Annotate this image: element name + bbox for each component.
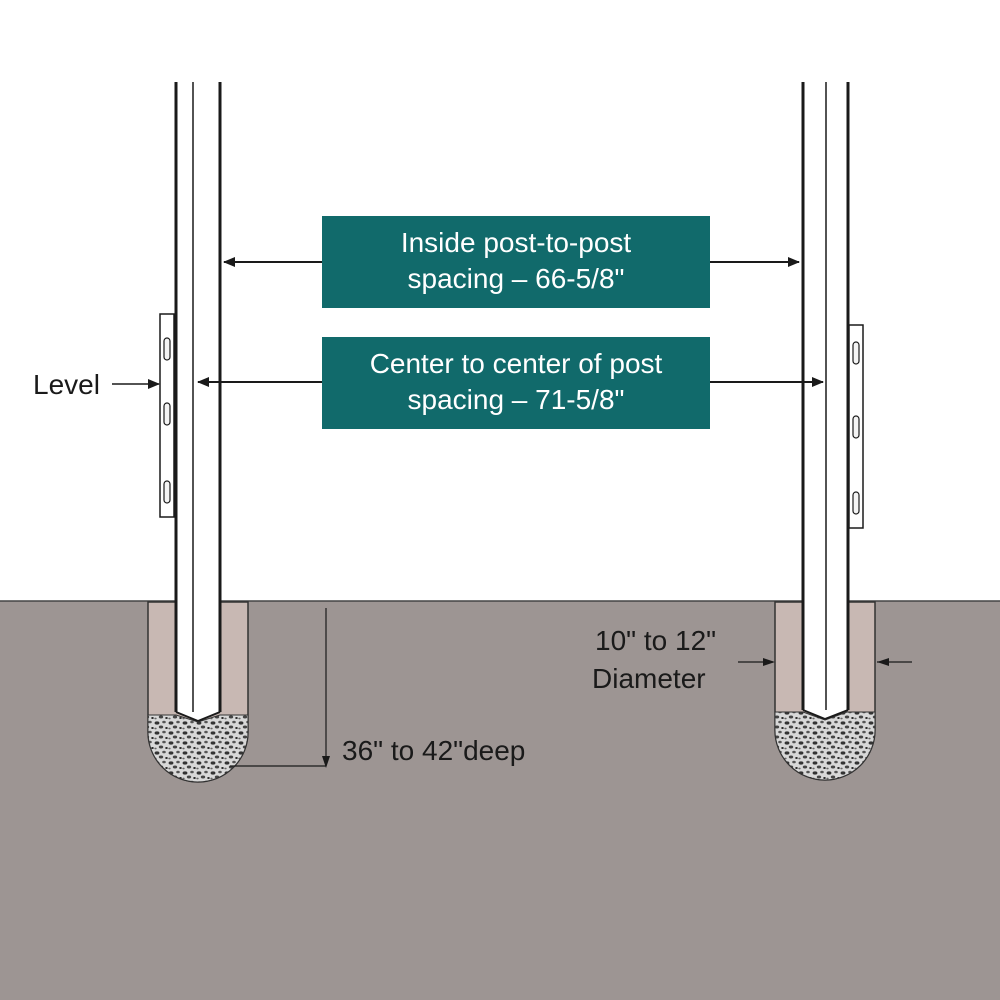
right-level — [848, 324, 864, 529]
diameter-label-line2: Diameter — [592, 663, 706, 694]
diameter-label-line1: 10" to 12" — [595, 625, 717, 656]
inside-spacing-line2: spacing – 66-5/8" — [407, 263, 625, 294]
center-spacing-line2: spacing – 71-5/8" — [407, 384, 625, 415]
depth-dimension — [230, 608, 330, 768]
level-label: Level — [33, 369, 100, 400]
diameter-dimension — [738, 658, 912, 666]
left-gravel — [147, 714, 249, 783]
right-post — [801, 82, 850, 720]
left-post — [174, 82, 222, 722]
center-spacing-callout: Center to center of post spacing – 71-5/… — [322, 337, 710, 429]
inside-spacing-line1: Inside post-to-post — [400, 227, 632, 258]
center-spacing-line1: Center to center of post — [369, 348, 663, 379]
inside-spacing-callout: Inside post-to-post spacing – 66-5/8" — [322, 216, 710, 308]
left-level — [159, 313, 175, 518]
right-gravel — [774, 711, 876, 781]
depth-label: 36" to 42"deep — [342, 735, 526, 766]
